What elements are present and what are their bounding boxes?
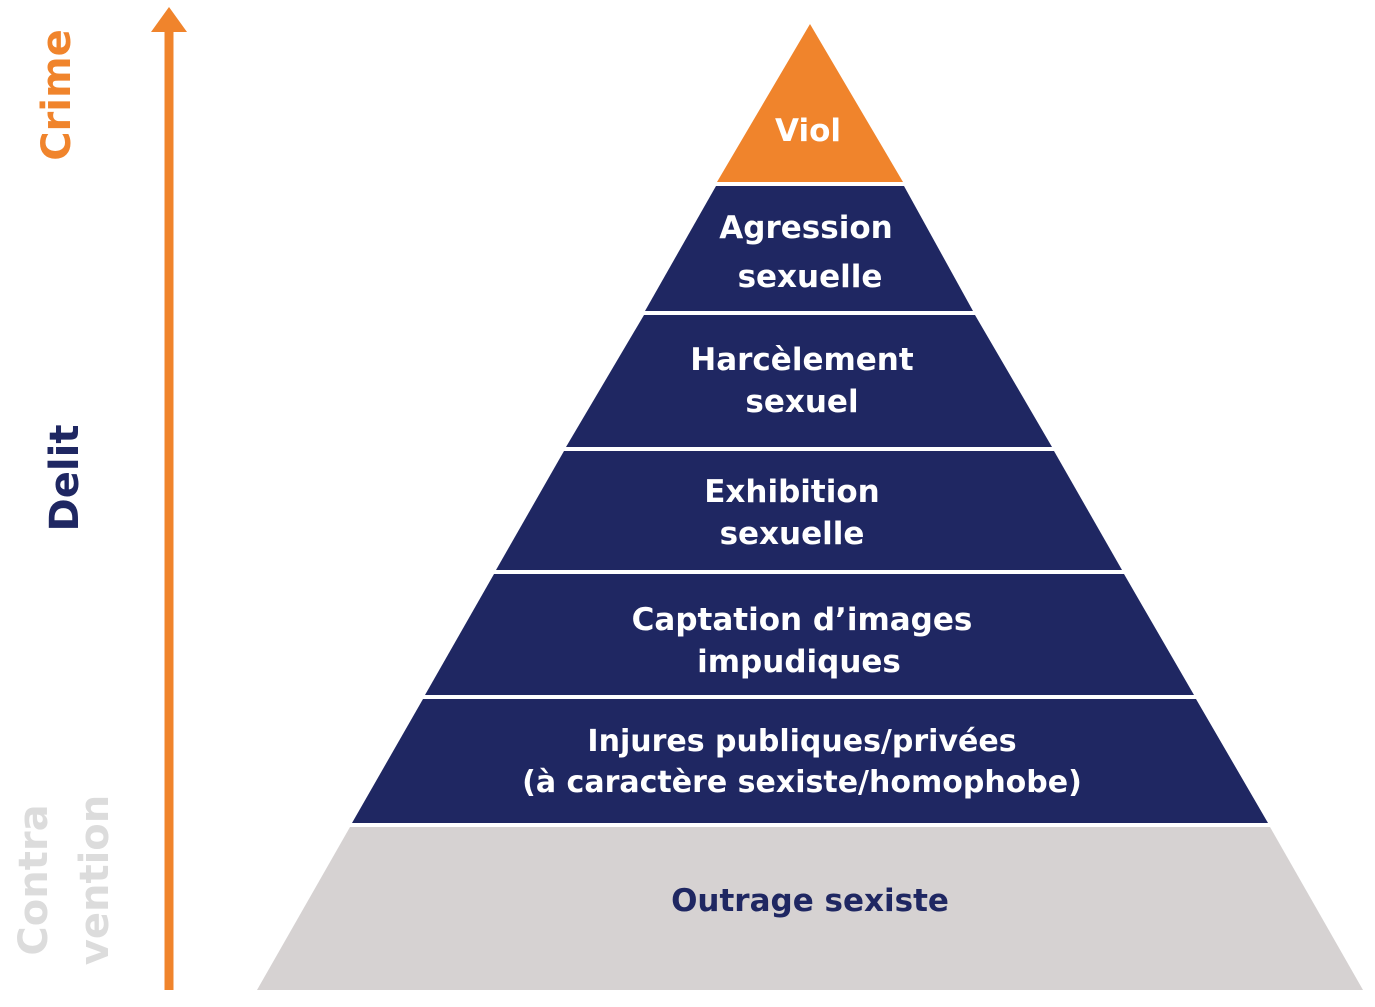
- category-contravention-label-line2: vention: [72, 795, 118, 965]
- pyramid-level-injures: Injures publiques/privées (à caractère s…: [352, 699, 1268, 823]
- pyramid-level-injures-line2: (à caractère sexiste/homophobe): [522, 765, 1082, 800]
- severity-arrow: [151, 7, 187, 990]
- pyramid-level-harcelement-shape: [566, 315, 1052, 447]
- pyramid-level-injures-line1: Injures publiques/privées: [587, 724, 1016, 759]
- pyramid-level-viol-line1: Viol: [775, 113, 841, 149]
- pyramid-level-injures-shape: [352, 699, 1268, 823]
- pyramid-level-exhibition-shape: [496, 451, 1122, 570]
- pyramid-level-agression-line1: Agression: [719, 210, 892, 246]
- pyramid-level-agression-shape: [645, 186, 973, 311]
- pyramid-level-outrage-line1: Outrage sexiste: [671, 883, 949, 919]
- pyramid-level-agression: Agression sexuelle: [645, 186, 973, 311]
- pyramid-level-captation-shape: [425, 574, 1194, 695]
- pyramid-level-agression-line2: sexuelle: [738, 259, 883, 295]
- pyramid-level-exhibition-line2: sexuelle: [720, 516, 865, 552]
- pyramid-level-viol: Viol: [717, 24, 903, 182]
- pyramid-level-viol-shape: [717, 24, 903, 182]
- pyramid-level-outrage-shape: [257, 827, 1363, 990]
- pyramid-level-harcelement-line1: Harcèlement: [690, 342, 914, 378]
- pyramid-level-exhibition: Exhibition sexuelle: [496, 451, 1122, 570]
- pyramid-level-harcelement: Harcèlement sexuel: [566, 315, 1052, 447]
- category-contravention-label-line1: Contra: [11, 804, 57, 955]
- pyramid-level-captation: Captation d’images impudiques: [425, 574, 1194, 695]
- category-delit-label: Delit: [42, 425, 88, 532]
- pyramid-level-harcelement-line2: sexuel: [745, 384, 858, 420]
- arrow-up-icon: [151, 7, 187, 32]
- pyramid-level-outrage: Outrage sexiste: [257, 827, 1363, 990]
- category-crime-label: Crime: [34, 29, 80, 161]
- pyramid-level-captation-line2: impudiques: [697, 644, 901, 680]
- pyramid-level-captation-line1: Captation d’images: [632, 602, 973, 638]
- pyramid-level-exhibition-line1: Exhibition: [704, 474, 880, 510]
